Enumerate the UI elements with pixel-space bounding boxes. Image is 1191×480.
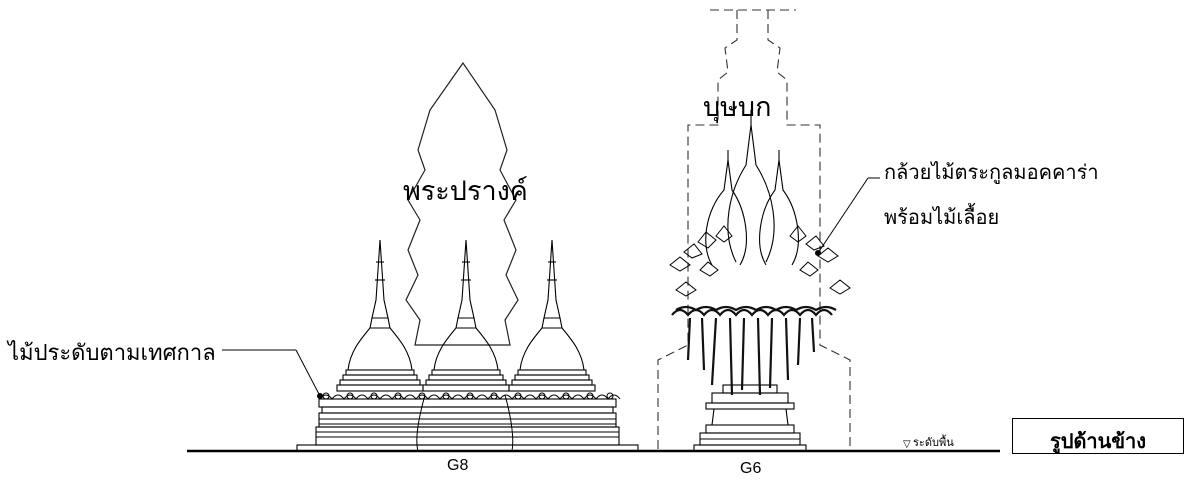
ground-level-label: ระดับพื้น [913,436,954,449]
orchid-leader [815,177,880,256]
busabok-outline [657,9,851,450]
g8-label: G8 [447,457,469,474]
phra-prang-base-curves [416,394,514,452]
stupa-right [508,239,596,392]
title-block: รูปด้านข้าง [1012,418,1184,454]
phra-prang-outline [405,61,519,346]
g6-orchid-spires [705,110,799,266]
seasonal-decoration-label: ไม้ประดับตามเทศกาล [8,341,216,366]
title-block-text: รูปด้านข้าง [1050,429,1146,453]
orchid-label-line1: กล้วยไม้ตระกูลมอคคาร่า [884,160,1099,184]
stupa-center [422,239,510,392]
g6-trailing-vines [671,305,837,396]
phra-prang-label: พระปรางค์ [403,176,528,207]
g8-flower-border [319,392,621,400]
ground-level-marker-icon: ▽ [903,439,911,450]
decoration-leader [222,349,323,399]
g8-planter-base [296,398,639,452]
orchid-label-line2: พร้อมไม้เลื้อย [884,205,1000,229]
g6-pedestal [693,384,807,452]
g6-label: G6 [740,460,762,477]
stupa-left [336,239,424,392]
busabok-label: บุษบก [703,92,772,123]
g6-orchid-foliage [669,225,851,297]
